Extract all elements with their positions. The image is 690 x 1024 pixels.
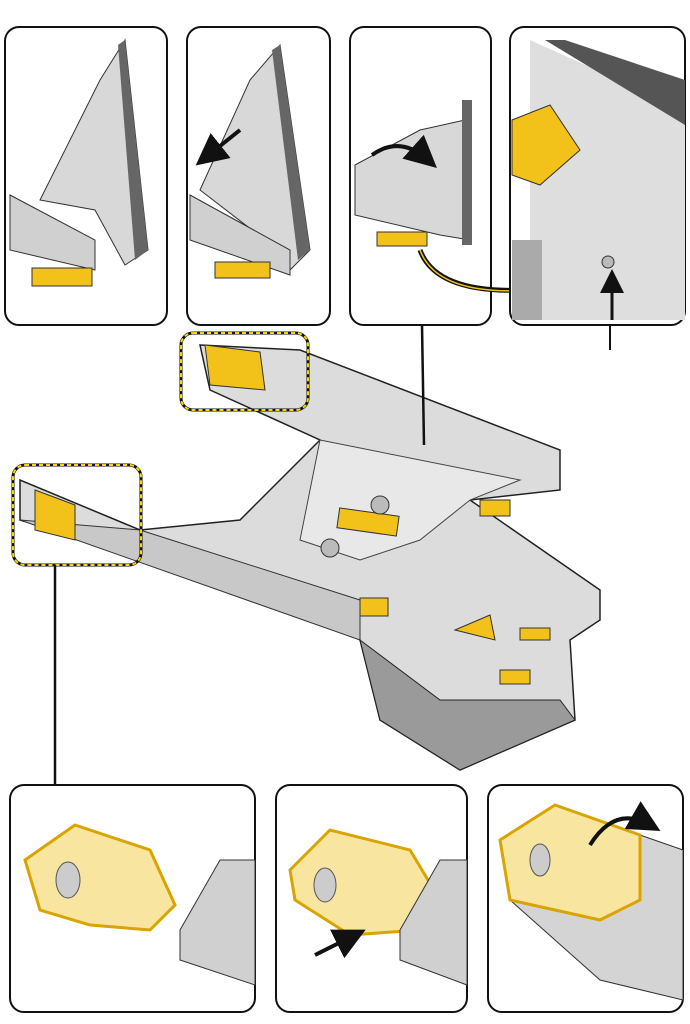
step-panel-5 — [9, 784, 256, 1013]
straight-arrow-icon — [195, 128, 242, 166]
step-panel-1 — [4, 26, 168, 326]
step-panel-2 — [186, 26, 331, 326]
main-frame — [19, 344, 601, 771]
step-panel-7 — [487, 784, 684, 1013]
step-panel-4 — [509, 26, 686, 326]
leader-line — [420, 324, 426, 446]
curved-arrow-icon — [370, 134, 437, 168]
step-panel-6 — [275, 784, 468, 1013]
step-panel-3 — [349, 26, 590, 326]
curved-arrow-icon — [588, 801, 661, 847]
straight-arrow-icon — [314, 929, 366, 959]
